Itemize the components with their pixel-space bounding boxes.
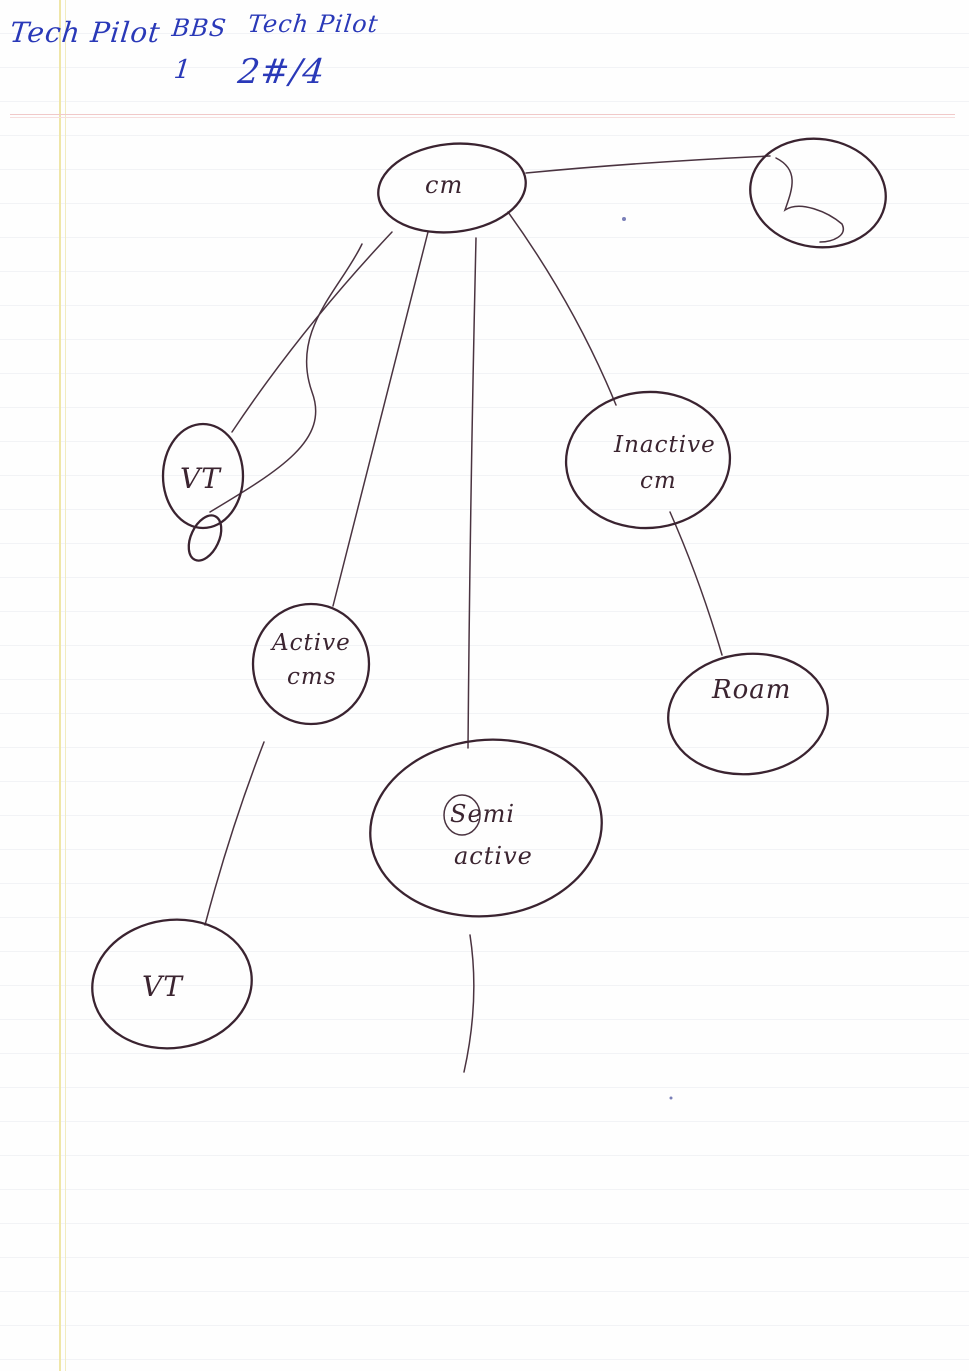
node-semi-active-label-1: Semi <box>450 800 515 828</box>
header-rule-secondary <box>10 117 955 118</box>
edge-cm-squiggle <box>525 155 771 174</box>
header-rule <box>10 114 955 115</box>
node-inactive-cm-label-2: cm <box>640 468 677 494</box>
node-semi-active-circle <box>443 794 481 836</box>
node-active-cms: Active cms <box>251 602 371 726</box>
node-inactive-cm: Inactive cm <box>564 390 732 530</box>
edge-cm-vt <box>231 231 393 433</box>
node-squiggle <box>749 137 887 249</box>
node-semi-active-label-2: active <box>454 842 533 870</box>
edge-active-vt <box>204 741 265 926</box>
node-active-cms-label-1: Active <box>270 630 351 656</box>
node-cm-label: cm <box>425 171 463 199</box>
node-cm: cm <box>377 142 527 234</box>
edge-cm-active <box>332 231 429 607</box>
squiggle-icon <box>775 157 845 243</box>
paper-speck <box>669 1096 673 1100</box>
edge-inactive-roam <box>669 511 723 656</box>
edge-semi-down <box>463 934 475 1073</box>
node-vt-lower: VT <box>91 918 253 1050</box>
node-vt-lower-label: VT <box>142 970 184 1003</box>
paper-speck <box>622 217 626 221</box>
node-roam-label: Roam <box>711 675 791 705</box>
node-squiggle-ellipse <box>749 137 887 249</box>
node-inactive-cm-label-1: Inactive <box>613 432 716 458</box>
node-vt-upper-ellipse <box>161 422 245 530</box>
node-active-cms-label-2: cms <box>287 664 337 690</box>
margin-line <box>59 0 61 1371</box>
node-vt-lower-ellipse <box>91 918 253 1050</box>
connectors <box>204 155 771 1073</box>
node-inactive-cm-ellipse <box>564 390 732 530</box>
edge-cm-inactive <box>507 211 617 406</box>
margin-line-inner <box>65 0 66 1371</box>
edge-cm-semi <box>467 237 477 749</box>
node-vt-upper-loop <box>187 514 223 562</box>
node-semi-active-ellipse <box>369 738 603 918</box>
node-semi-active: Semi active <box>369 738 603 918</box>
node-cm-ellipse <box>377 142 527 234</box>
node-active-cms-ellipse <box>251 602 371 726</box>
node-vt-upper-label: VT <box>180 462 222 495</box>
scribble-curve <box>209 243 363 513</box>
node-vt-upper: VT <box>161 422 245 562</box>
node-roam-ellipse <box>667 652 829 776</box>
node-roam: Roam <box>667 652 829 776</box>
